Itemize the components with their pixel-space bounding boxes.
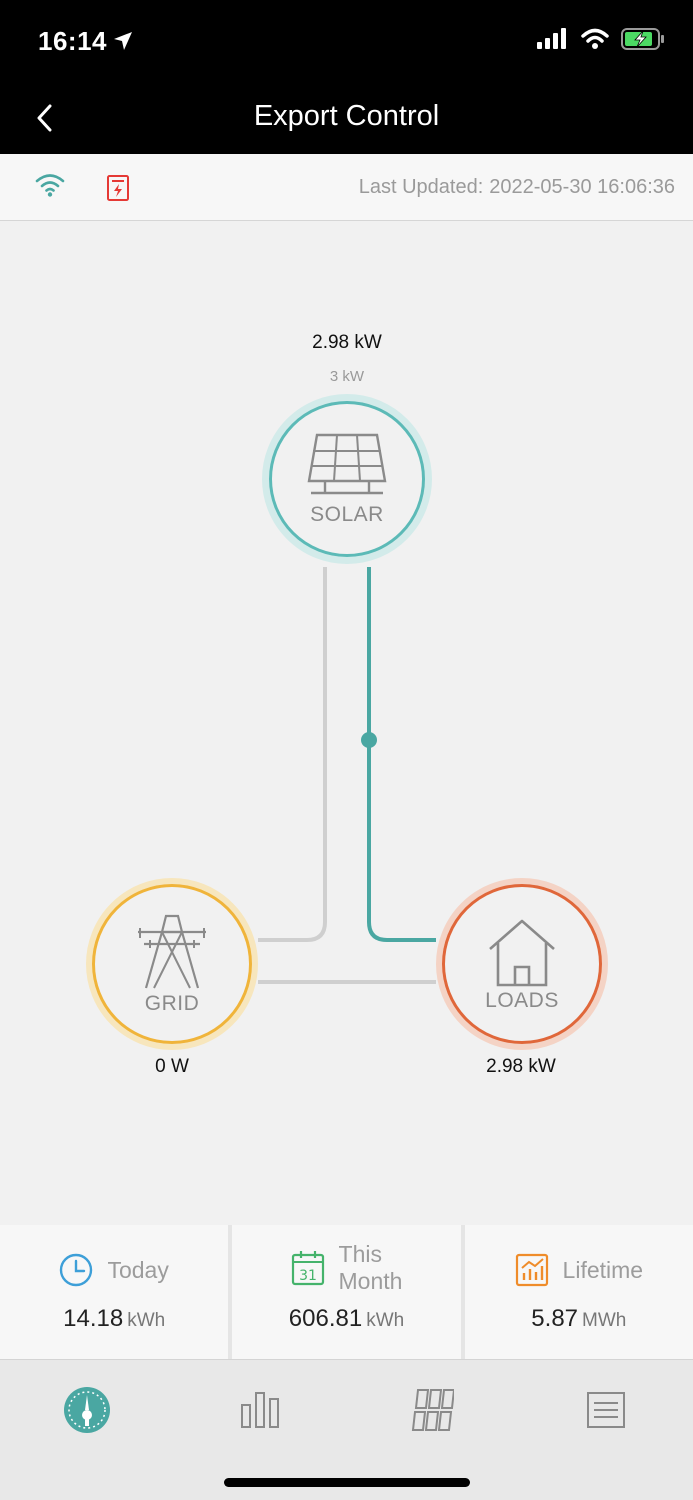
energy-flow-diagram: 2.98 kW 3 kW SOLAR <box>0 222 693 1225</box>
info-row: Last Updated:2022-05-30 16:06:36 <box>0 154 693 221</box>
stat-today-unit: kWh <box>127 1310 166 1331</box>
stat-today-label: Today <box>107 1256 169 1283</box>
bar-chart-icon <box>241 1392 279 1428</box>
calendar-icon: 31 <box>291 1251 324 1286</box>
wifi-status-icon <box>581 28 609 49</box>
grid-power-value: 0 W <box>155 1056 189 1077</box>
battery-charging-icon <box>621 28 664 50</box>
loads-power-value: 2.98 kW <box>486 1056 556 1077</box>
solar-power-value: 2.98 kW <box>312 332 382 353</box>
calendar-day: 31 <box>299 1268 317 1284</box>
wifi-connection-icon[interactable] <box>34 172 66 198</box>
gauge-icon <box>64 1387 110 1433</box>
stat-lifetime-unit: MWh <box>582 1310 627 1331</box>
last-updated: Last Updated:2022-05-30 16:06:36 <box>359 176 675 199</box>
page-title: Export Control <box>253 100 440 132</box>
chevron-left-icon <box>37 104 52 132</box>
power-tower-icon <box>138 914 206 989</box>
stat-month-unit: kWh <box>366 1310 405 1331</box>
flow-lines <box>258 567 436 984</box>
status-bar: 16:14 <box>0 0 693 82</box>
cellular-signal-icon <box>537 28 566 49</box>
meter-icon[interactable] <box>106 174 130 202</box>
loads-label: LOADS <box>485 989 559 1012</box>
location-arrow-icon <box>114 32 132 50</box>
bottom-tab-bar <box>0 1359 693 1500</box>
loads-node[interactable]: LOADS <box>436 878 608 1050</box>
home-indicator <box>224 1478 470 1487</box>
tab-list[interactable] <box>576 1380 636 1440</box>
tab-dashboard[interactable] <box>57 1380 117 1440</box>
app-header: Export Control <box>0 82 693 154</box>
grid-node[interactable]: GRID <box>86 878 258 1050</box>
list-icon <box>587 1392 625 1428</box>
stat-lifetime-value: 5.87 <box>531 1305 579 1332</box>
back-button[interactable] <box>28 100 60 136</box>
growth-chart-icon <box>515 1253 548 1287</box>
solar-to-loads-line <box>367 567 436 942</box>
house-icon <box>489 919 555 987</box>
status-time: 16:14 <box>38 26 107 56</box>
last-updated-label: Last Updated: <box>358 176 484 198</box>
stat-month-label-line1: This <box>338 1241 382 1267</box>
tab-devices[interactable] <box>402 1380 462 1440</box>
solar-to-grid-line <box>258 567 327 942</box>
stat-month-value: 606.81 <box>288 1305 363 1332</box>
clock-icon <box>60 1253 93 1287</box>
stat-month-label-line2: Month <box>338 1268 403 1294</box>
grid-label: GRID <box>144 992 200 1015</box>
stat-today-value: 14.18 <box>63 1305 124 1332</box>
solar-label: SOLAR <box>310 503 384 526</box>
tab-statistics[interactable] <box>230 1380 290 1440</box>
solar-panel-grid-icon <box>411 1389 454 1431</box>
stat-lifetime-label: Lifetime <box>562 1256 644 1283</box>
stat-month-label: This Month <box>339 1241 403 1295</box>
status-icons <box>537 28 665 50</box>
solar-panel-icon <box>307 433 387 495</box>
solar-node[interactable]: SOLAR <box>262 394 432 564</box>
last-updated-value: 2022-05-30 16:06:36 <box>489 176 675 198</box>
solar-capacity-value: 3 kW <box>329 368 365 385</box>
flow-dot <box>361 732 377 748</box>
